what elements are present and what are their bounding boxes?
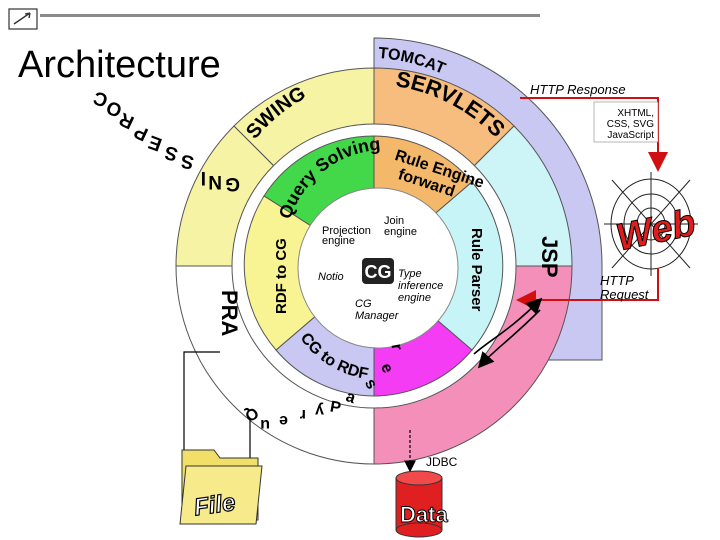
type-label: Type: [398, 268, 422, 280]
svg-text:r: r: [300, 406, 306, 423]
web-icon: [604, 172, 698, 276]
cg-manager-sub: Manager: [355, 310, 400, 322]
type-inference-sub: inference: [398, 280, 443, 292]
http-response-label: HTTP Response: [530, 82, 626, 97]
projection-label: Projection: [322, 225, 371, 237]
projection-engine-label: Projection: [322, 225, 371, 237]
slide-icon: [8, 8, 38, 30]
file-label: File: [192, 489, 237, 521]
javascript-label: JavaScript: [607, 130, 654, 141]
database-icon: [395, 470, 443, 538]
svg-text:I: I: [201, 167, 206, 188]
xhtml-label: XHTML,: [617, 108, 654, 119]
parser-arrow-2: [477, 309, 541, 369]
svg-text:S: S: [163, 141, 181, 165]
type-engine-sub: engine: [398, 292, 431, 304]
join-engine-sub: engine: [384, 226, 417, 238]
cg-logo-text: CG: [365, 262, 392, 282]
http-response-arrow: [520, 97, 668, 172]
projection-engine-sub: engine: [322, 235, 355, 247]
svg-text:N: N: [208, 171, 222, 192]
svg-text:G: G: [225, 173, 240, 194]
svg-text:y: y: [315, 402, 324, 419]
svg-text:E: E: [146, 131, 165, 155]
join-label: Join: [384, 215, 404, 227]
page-title: Architecture: [18, 44, 221, 86]
web-label: Web: [613, 202, 700, 260]
cg-manager-label: CG: [355, 298, 372, 310]
processing-label: C O R P E S S I N G: [90, 86, 240, 194]
jdbc-label: JDBC: [426, 455, 458, 469]
svg-text:u: u: [260, 416, 270, 433]
svg-text:P: P: [131, 120, 152, 145]
rdf-to-cg-label: RDF to CG: [273, 238, 290, 314]
cg-logo: [362, 258, 394, 284]
notio-label: Notio: [318, 271, 344, 283]
svg-text:P: P: [329, 398, 343, 417]
title-rule: [40, 14, 540, 17]
parser-arrow-1: [473, 297, 543, 355]
http-request-arrow: [516, 268, 659, 310]
pra-label: PRA: [217, 290, 242, 337]
svg-text:r: r: [387, 342, 405, 351]
file-icon: [179, 449, 263, 525]
css-svg-label: CSS, SVG: [607, 119, 654, 130]
svg-text:S: S: [179, 150, 195, 173]
data-label: Data: [400, 502, 448, 527]
format-box: [593, 101, 659, 143]
jsp-label: JSP: [537, 236, 562, 278]
svg-text:e: e: [279, 412, 288, 429]
http-request-label: HTTP: [600, 273, 634, 288]
http-request-sub: Request: [600, 287, 650, 302]
rule-parser-label: Rule Parser: [468, 228, 485, 312]
svg-text:O: O: [104, 96, 125, 121]
